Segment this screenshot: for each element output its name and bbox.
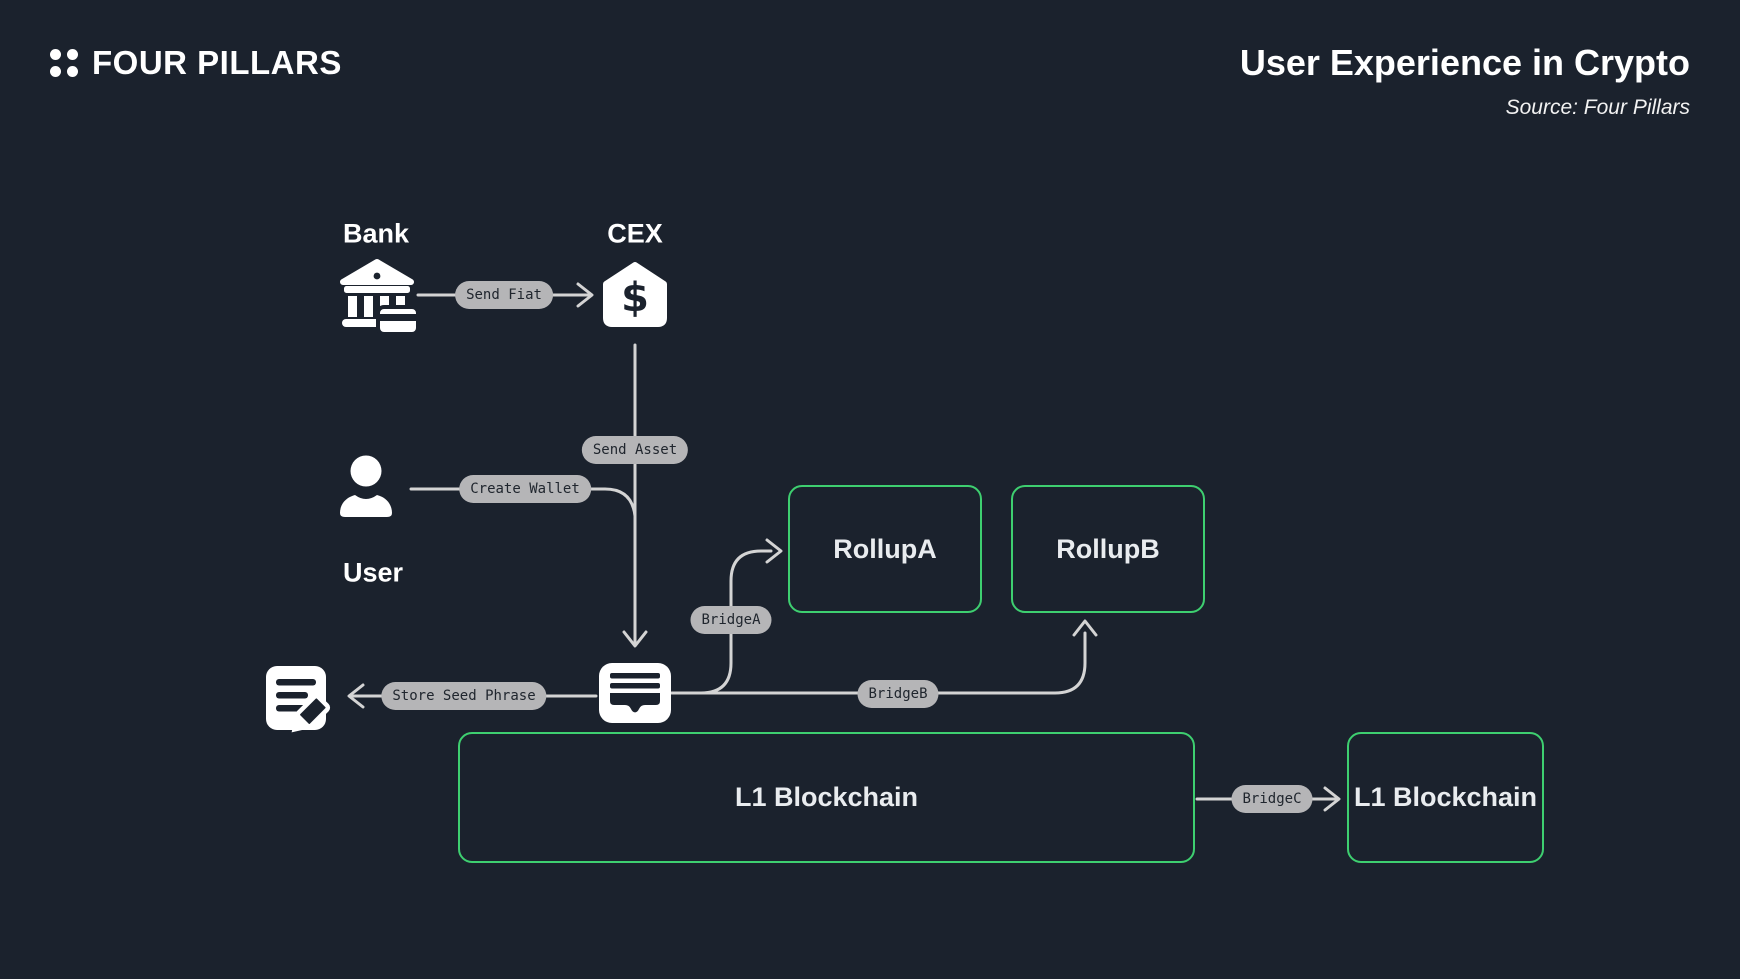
bridge-c-pill: BridgeC (1231, 785, 1313, 813)
bridge-b-pill: BridgeB (857, 680, 939, 708)
l1-blockchain-other-label: L1 Blockchain (1353, 782, 1538, 812)
edge-bridge-c-arrowhead (1323, 786, 1341, 812)
bridge-a-pill: BridgeA (690, 606, 772, 634)
note-pencil-icon (266, 666, 331, 733)
bank-label: Bank (342, 218, 410, 249)
edge-send-fiat-arrowhead (576, 282, 594, 308)
four-pillars-logo: FOUR PILLARS (50, 44, 342, 82)
source-caption: Source: Four Pillars (1505, 96, 1690, 119)
svg-text:$: $ (621, 275, 649, 321)
send-fiat-pill: Send Fiat (455, 281, 553, 309)
edge-create-wallet-line (409, 487, 637, 518)
user-label: User (342, 557, 404, 588)
rollup-a-box: RollupA (788, 485, 982, 613)
edge-send-asset-arrowhead (622, 630, 648, 648)
logo-text: FOUR PILLARS (92, 44, 342, 81)
person-icon (340, 455, 392, 517)
create-wallet-pill: Create Wallet (459, 475, 591, 503)
edge-store-seed-arrowhead (347, 683, 365, 709)
cex-label: CEX (607, 218, 663, 249)
edge-bridge-a-arrowhead (765, 538, 783, 564)
four-dots-logo-icon (50, 49, 78, 77)
l1-blockchain-box: L1 Blockchain (458, 732, 1195, 863)
edge-bridge-b-line (670, 631, 1087, 695)
send-asset-pill: Send Asset (581, 436, 689, 464)
cex-dollar-house-icon: $ (603, 262, 667, 327)
l1-blockchain-label: L1 Blockchain (734, 782, 919, 812)
store-seed-phrase-pill: Store Seed Phrase (381, 682, 547, 710)
l1-blockchain-other-box: L1 Blockchain (1347, 732, 1544, 863)
page-title: User Experience in Crypto (1239, 42, 1690, 83)
bank-icon (340, 259, 418, 334)
rollup-b-label: RollupB (1056, 533, 1160, 564)
rollup-a-label: RollupA (833, 533, 937, 564)
edge-bridge-b-arrowhead (1072, 619, 1098, 637)
rollup-b-box: RollupB (1011, 485, 1205, 613)
wallet-icon (599, 663, 671, 723)
